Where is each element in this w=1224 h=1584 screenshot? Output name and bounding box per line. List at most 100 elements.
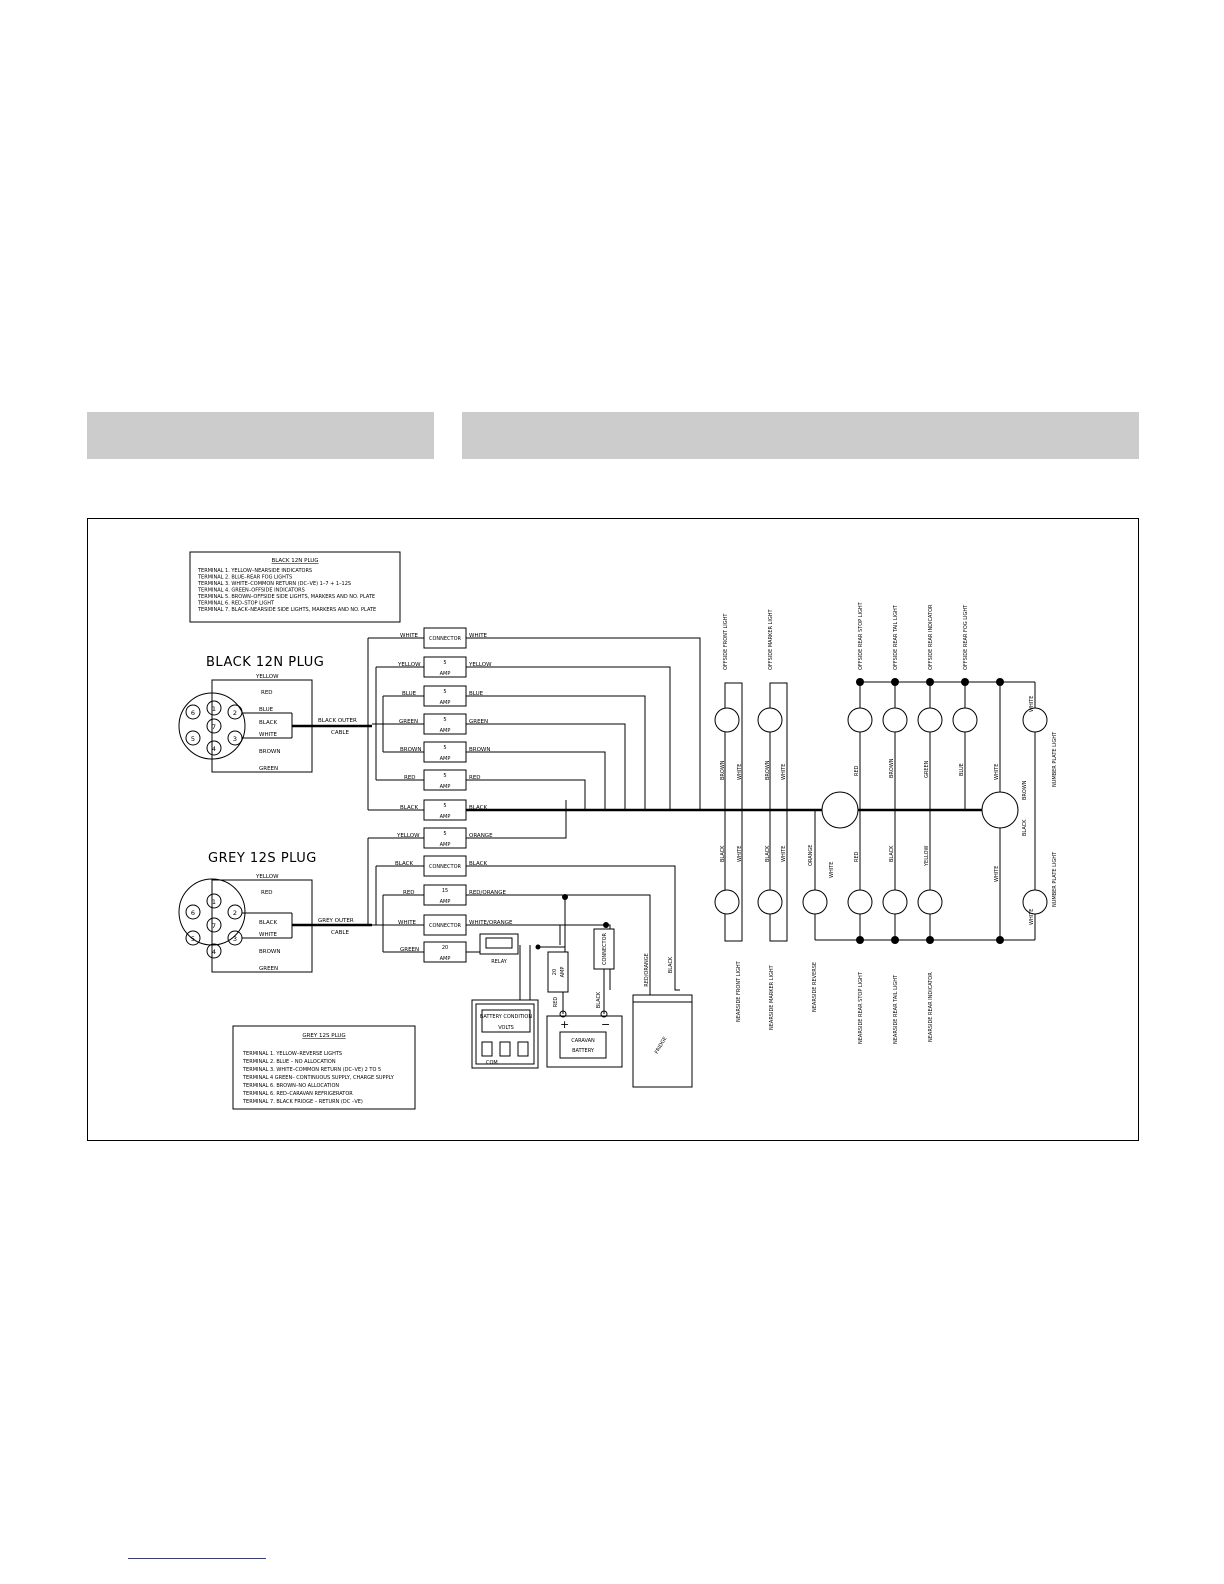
- legend-12s-line: TERMINAL 6. RED–CARAVAN REFRIGERATOR: [242, 1091, 353, 1097]
- junction-row: WHITE CONNECTOR WHITE/ORANGE: [372, 914, 513, 936]
- svg-text:5: 5: [443, 660, 446, 666]
- svg-text:AMP: AMP: [440, 700, 451, 706]
- lamp-rail-front-offside: [724, 682, 788, 942]
- svg-text:NEARSIDE REVERSE: NEARSIDE REVERSE: [812, 962, 818, 1012]
- legend-12n-line: TERMINAL 5. BROWN–OFFSIDE SIDE LIGHTS, M…: [197, 594, 375, 600]
- svg-text:AMP: AMP: [440, 671, 451, 677]
- svg-text:5: 5: [443, 773, 446, 779]
- svg-text:BROWN: BROWN: [259, 949, 280, 955]
- svg-text:6: 6: [191, 709, 195, 717]
- svg-text:NUMBER PLATE LIGHT: NUMBER PLATE LIGHT: [1052, 851, 1058, 907]
- wiring-diagram-frame: [87, 518, 1139, 1141]
- svg-text:CABLE: CABLE: [331, 930, 349, 936]
- svg-text:5: 5: [443, 831, 446, 837]
- svg-text:WHITE: WHITE: [469, 633, 488, 639]
- svg-text:WHITE: WHITE: [781, 764, 787, 780]
- svg-text:OFFSIDE REAR FOG LIGHT: OFFSIDE REAR FOG LIGHT: [963, 604, 969, 670]
- svg-text:WHITE: WHITE: [1029, 696, 1035, 712]
- svg-text:NEARSIDE REAR TAIL LIGHT: NEARSIDE REAR TAIL LIGHT: [893, 974, 899, 1044]
- svg-text:YELLOW: YELLOW: [468, 662, 492, 668]
- svg-text:3: 3: [233, 735, 237, 743]
- svg-text:RELAY: RELAY: [491, 959, 508, 965]
- svg-text:AMP: AMP: [440, 728, 451, 734]
- junction-row: BLACK CONNECTOR BLACK: [376, 855, 487, 877]
- svg-text:BLACK: BLACK: [469, 861, 487, 867]
- legend-12s: GREY 12S PLUG TERMINAL 1. YELLOW–REVERSE…: [232, 1025, 416, 1110]
- svg-text:20: 20: [442, 945, 448, 951]
- svg-text:RED: RED: [404, 775, 416, 781]
- svg-text:FRIDGE: FRIDGE: [654, 1036, 669, 1055]
- svg-text:GREEN: GREEN: [399, 719, 418, 725]
- svg-text:WHITE: WHITE: [737, 764, 743, 780]
- legend-12n-line: TERMINAL 7. BLACK–NEARSIDE SIDE LIGHTS, …: [197, 607, 376, 613]
- svg-text:RED: RED: [553, 997, 559, 1008]
- lamp-labels-top: OFFSIDE FRONT LIGHT OFFSIDE MARKER LIGHT…: [723, 601, 1058, 787]
- svg-text:−: −: [601, 1018, 610, 1031]
- junction-row: GREEN 20 AMP: [383, 941, 467, 963]
- svg-text:BROWN: BROWN: [720, 760, 726, 780]
- svg-text:BROWN: BROWN: [259, 749, 280, 755]
- legend-12n-line: TERMINAL 3. WHITE–COMMON RETURN (DC–VE) …: [197, 581, 351, 587]
- svg-text:GREEN: GREEN: [259, 966, 278, 972]
- svg-text:20: 20: [552, 969, 558, 975]
- svg-text:WHITE: WHITE: [737, 846, 743, 862]
- svg-text:GREEN: GREEN: [924, 760, 930, 778]
- lamp-wire-labels-lower: BLACK WHITE BLACK WHITE ORANGE WHITE RED…: [720, 819, 1035, 925]
- svg-text:7: 7: [212, 723, 216, 731]
- legend-12n: BLACK 12N PLUG TERMINAL 1. YELLOW–NEARSI…: [189, 551, 401, 623]
- fuse-20-amp: 20 AMP: [547, 951, 569, 993]
- legend-12n-line: TERMINAL 6. RED–STOP LIGHT: [197, 601, 275, 607]
- svg-text:WHITE: WHITE: [994, 866, 1000, 882]
- svg-text:4: 4: [212, 745, 216, 753]
- battery-meter: BATTERY CONDITION VOLTS COM: [471, 999, 539, 1069]
- svg-text:BROWN: BROWN: [469, 747, 490, 753]
- legend-12s-line: TERMINAL 6. BROWN–NO ALLOCATION: [242, 1083, 339, 1089]
- svg-text:5: 5: [191, 935, 195, 943]
- svg-text:RED: RED: [854, 851, 860, 862]
- svg-text:BLUE: BLUE: [402, 691, 417, 697]
- svg-text:3: 3: [233, 935, 237, 943]
- svg-text:GREY OUTER: GREY OUTER: [318, 918, 354, 924]
- svg-text:+: +: [560, 1018, 569, 1031]
- svg-text:GREEN: GREEN: [259, 766, 278, 772]
- junction-row: RED 5 AMP RED: [376, 769, 481, 791]
- svg-text:OFFSIDE REAR INDICATOR: OFFSIDE REAR INDICATOR: [928, 604, 934, 670]
- svg-text:6: 6: [191, 909, 195, 917]
- legend-12s-line: TERMINAL 3. WHITE–COMMON RETURN (DC–VE) …: [242, 1067, 381, 1073]
- svg-text:BLACK: BLACK: [889, 845, 895, 862]
- svg-text:NUMBER PLATE LIGHT: NUMBER PLATE LIGHT: [1052, 731, 1058, 787]
- legend-12s-line: TERMINAL 7. BLACK FRIDGE – RETURN (DC –V…: [242, 1099, 363, 1105]
- legend-12s-title: GREY 12S PLUG: [302, 1033, 345, 1039]
- svg-text:CONNECTOR: CONNECTOR: [429, 864, 462, 870]
- svg-text:RED/ORANGE: RED/ORANGE: [469, 890, 506, 896]
- svg-text:AMP: AMP: [440, 842, 451, 848]
- svg-text:RED: RED: [469, 775, 481, 781]
- svg-text:CARAVAN: CARAVAN: [571, 1038, 595, 1044]
- svg-text:OFFSIDE FRONT LIGHT: OFFSIDE FRONT LIGHT: [723, 613, 729, 670]
- svg-text:BLACK: BLACK: [668, 956, 674, 973]
- plug-12s-title: GREY 12S PLUG: [208, 851, 317, 866]
- svg-text:BLACK: BLACK: [259, 720, 277, 726]
- svg-text:OFFSIDE REAR TAIL LIGHT: OFFSIDE REAR TAIL LIGHT: [893, 604, 899, 670]
- svg-text:BLUE: BLUE: [469, 691, 484, 697]
- svg-text:5: 5: [443, 689, 446, 695]
- junction-block: WHITE CONNECTOR WHITE YELLOW 5 AMP YELLO…: [368, 627, 513, 963]
- junction-row: BLUE 5 AMP BLUE: [383, 685, 484, 707]
- svg-text:BATTERY: BATTERY: [572, 1048, 595, 1054]
- svg-text:YELLOW: YELLOW: [397, 662, 421, 668]
- svg-text:BLACK: BLACK: [720, 845, 726, 862]
- svg-text:BATTERY CONDITION: BATTERY CONDITION: [480, 1014, 532, 1020]
- plug-12n: BLACK 12N PLUG 1 2 3 4 5 6 7 YELLOW RED …: [178, 655, 372, 773]
- svg-text:OFFSIDE MARKER LIGHT: OFFSIDE MARKER LIGHT: [768, 609, 774, 670]
- legend-12s-line: TERMINAL 4 GREEN– CONTINUOUS SUPPLY, CHA…: [242, 1075, 395, 1081]
- lamp-labels-bottom: NEARSIDE FRONT LIGHT NEARSIDE MARKER LIG…: [736, 851, 1058, 1044]
- svg-text:ORANGE: ORANGE: [808, 845, 814, 866]
- section-header-bar-left: [87, 412, 434, 459]
- svg-text:NEARSIDE REAR STOP LIGHT: NEARSIDE REAR STOP LIGHT: [858, 971, 864, 1044]
- junction-row: WHITE CONNECTOR WHITE: [368, 627, 488, 649]
- junction-row: BROWN 5 AMP BROWN: [383, 741, 490, 763]
- svg-text:AMP: AMP: [560, 967, 566, 978]
- svg-text:ORANGE: ORANGE: [469, 833, 493, 839]
- svg-text:2: 2: [233, 909, 237, 917]
